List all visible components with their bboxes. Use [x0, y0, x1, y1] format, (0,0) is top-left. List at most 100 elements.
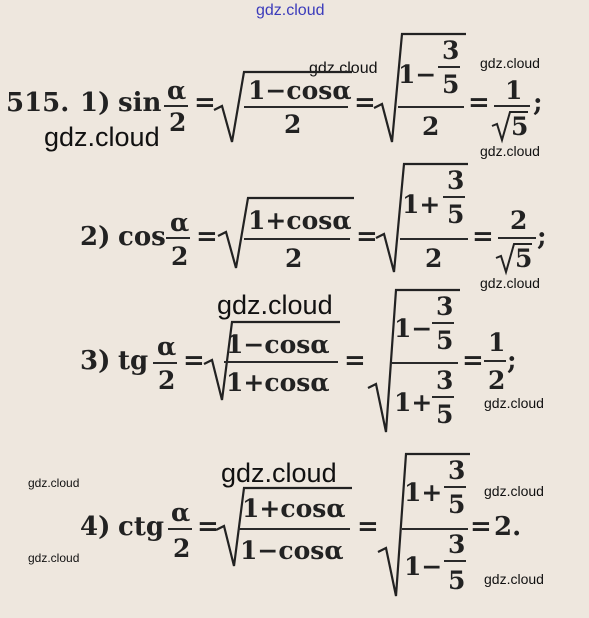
problem-number: 515.: [6, 88, 70, 118]
top-denominator: 5: [448, 490, 466, 519]
equals-sign: =: [468, 88, 490, 118]
function-name: sin: [118, 88, 162, 118]
result-denominator: 2: [488, 366, 506, 395]
equals-sign: =: [344, 346, 366, 376]
fraction-bar: [166, 237, 190, 239]
fraction-numerator: 1+cosα: [242, 494, 346, 523]
radical-sign: [215, 486, 352, 567]
fraction-bar: [432, 322, 454, 324]
equals-sign: =: [462, 346, 484, 376]
radical-sign: [213, 70, 352, 143]
inner-denominator: 5: [447, 200, 465, 229]
fraction-bar: [238, 528, 350, 530]
fraction-denominator: 2: [422, 112, 440, 141]
watermark: gdz.cloud: [28, 476, 80, 490]
fraction-bar: [444, 560, 466, 562]
equals-sign: =: [196, 222, 218, 252]
half-angle-denominator: 2: [169, 108, 187, 137]
watermark-top: gdz.cloud: [256, 2, 325, 19]
watermark: gdz.cloud: [44, 122, 160, 152]
fraction-bar: [224, 361, 338, 363]
fraction-bar: [402, 528, 468, 530]
bottom-denominator: 5: [448, 566, 466, 595]
fraction-bar: [164, 105, 188, 107]
half-angle-denominator: 2: [173, 534, 191, 563]
fraction-bar: [398, 106, 464, 108]
radical-sign: [375, 162, 468, 273]
function-name: ctg: [118, 512, 165, 542]
watermark: gdz.cloud: [484, 571, 544, 587]
fraction-denominator: 2: [284, 110, 302, 139]
top-denominator: 5: [436, 326, 454, 355]
radical-sign: [495, 243, 532, 276]
item-label: 3): [80, 346, 111, 376]
half-angle-numerator: α: [170, 208, 190, 237]
inner-numerator: 3: [447, 166, 465, 195]
bottom-numerator: 3: [436, 366, 454, 395]
fraction-bar: [432, 396, 454, 398]
equals-sign: =: [356, 222, 378, 252]
item-label: 1): [80, 88, 111, 118]
bottom-numerator: 3: [448, 530, 466, 559]
punctuation: ;: [537, 222, 547, 252]
punctuation: ;: [533, 88, 543, 118]
top-numerator: 3: [448, 456, 466, 485]
fraction-numerator: 1+cosα: [248, 206, 352, 235]
bottom-denominator: 5: [436, 400, 454, 429]
watermark: gdz.cloud: [480, 143, 540, 159]
radical-sign: [203, 320, 340, 401]
half-angle-numerator: α: [167, 76, 187, 105]
watermark: gdz.cloud: [217, 290, 333, 320]
radical-sign: [373, 32, 466, 143]
function-name: tg: [118, 346, 149, 376]
punctuation: ;: [507, 346, 517, 376]
result-numerator: 2: [510, 206, 528, 235]
top-prefix: 1+: [404, 478, 443, 507]
item-label: 4): [80, 512, 111, 542]
result-numerator: 1: [505, 76, 523, 105]
radical-sign: [491, 111, 528, 144]
fraction-bar: [438, 66, 460, 68]
inner-prefix: 1+: [402, 190, 441, 219]
fraction-denominator: 2: [425, 244, 443, 273]
fraction-bar: [392, 362, 458, 364]
fraction-bar: [494, 105, 530, 107]
fraction-bar: [244, 238, 350, 240]
fraction-bar: [244, 106, 348, 108]
equals-sign: =: [183, 346, 205, 376]
watermark: gdz.cloud: [484, 395, 544, 411]
fraction-bar: [484, 360, 506, 362]
watermark: gdz.cloud: [480, 55, 540, 71]
result-value: 2.: [494, 512, 522, 542]
half-angle-numerator: α: [171, 498, 191, 527]
fraction-bar: [443, 196, 465, 198]
inner-numerator: 3: [442, 36, 460, 65]
radical-sign: [367, 288, 460, 433]
radical-sign: [377, 452, 470, 597]
radical-sign: [217, 196, 354, 269]
result-numerator: 1: [488, 328, 506, 357]
equals-sign: =: [357, 512, 379, 542]
half-angle-denominator: 2: [171, 242, 189, 271]
top-prefix: 1−: [394, 314, 433, 343]
fraction-bar: [498, 237, 536, 239]
fraction-numerator: 1−cosα: [248, 76, 352, 105]
watermark: gdz.cloud: [221, 458, 337, 488]
function-name: cos: [118, 222, 166, 252]
equals-sign: =: [194, 88, 216, 118]
watermark: gdz.cloud: [480, 275, 540, 291]
bottom-prefix: 1−: [404, 552, 443, 581]
watermark: gdz.cloud: [484, 483, 544, 499]
inner-denominator: 5: [442, 70, 460, 99]
half-angle-numerator: α: [157, 332, 177, 361]
watermark: gdz.cloud: [28, 551, 80, 565]
equals-sign: =: [472, 222, 494, 252]
fraction-bar: [153, 362, 177, 364]
fraction-bar: [168, 528, 192, 530]
result-denominator: 5: [511, 112, 529, 141]
fraction-denominator: 1−cosα: [240, 536, 344, 565]
fraction-bar: [400, 238, 468, 240]
equals-sign: =: [354, 88, 376, 118]
fraction-denominator: 1+cosα: [226, 368, 330, 397]
equals-sign: =: [470, 512, 492, 542]
